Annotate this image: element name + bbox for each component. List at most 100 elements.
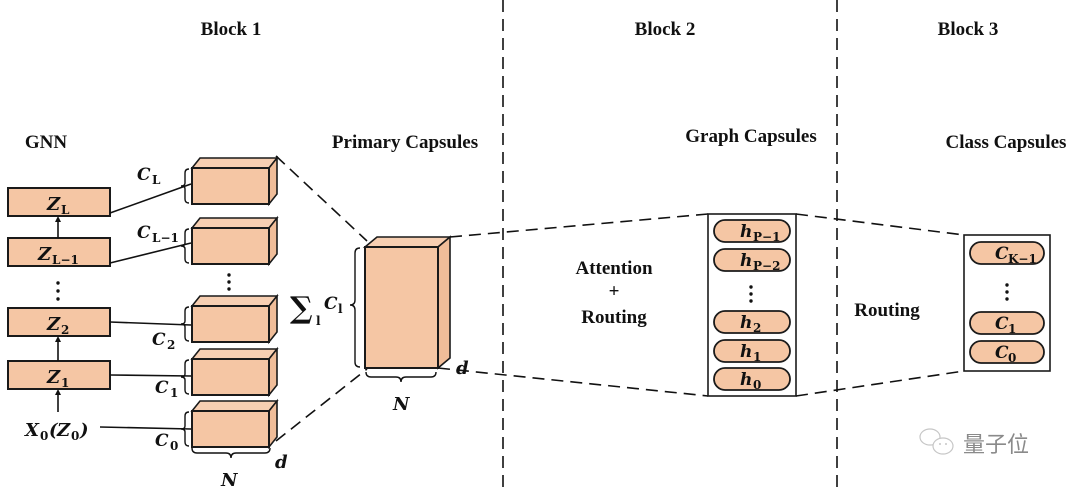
svg-text:X: X — [24, 420, 40, 441]
svg-text:0: 0 — [40, 429, 48, 443]
svg-text:L: L — [152, 173, 161, 187]
channel-box-cl-1 — [180, 215, 279, 267]
svg-text:C: C — [137, 165, 151, 185]
n-brace-bottom — [191, 447, 271, 459]
svg-text:0: 0 — [71, 429, 79, 443]
svg-text:L−1: L−1 — [52, 253, 79, 267]
channel-ellipsis — [227, 273, 231, 291]
n-label-bottom: N — [220, 470, 239, 491]
svg-text:L: L — [61, 203, 70, 217]
svg-text:P−1: P−1 — [753, 230, 780, 244]
gnn-title: GNN — [25, 132, 68, 153]
svg-text:C: C — [995, 244, 1009, 264]
channel-box-cl — [180, 155, 279, 207]
plus-label: + — [609, 281, 620, 302]
channel-box-c1 — [180, 346, 279, 398]
channel-boxes — [180, 155, 279, 450]
gnn-ellipsis — [56, 281, 60, 301]
svg-text:Z: Z — [46, 314, 61, 335]
graph-capsules-frame — [707, 213, 797, 397]
block-3-title: Block 3 — [938, 19, 999, 40]
svg-text:C: C — [995, 343, 1009, 363]
svg-text:1: 1 — [753, 350, 761, 364]
channel-box-c2 — [180, 293, 279, 345]
svg-text:C: C — [152, 330, 166, 350]
attention-label: Attention — [575, 258, 652, 279]
svg-text:0: 0 — [1008, 351, 1016, 365]
gnn-input-x0: X 0 ( Z 0 ) — [24, 420, 89, 443]
block-1-title: Block 1 — [201, 19, 262, 40]
svg-text:Z: Z — [46, 367, 61, 388]
gnn-layer-z1: Z 1 — [7, 360, 111, 390]
svg-text:h: h — [740, 313, 752, 333]
channel-label-c1: C 1 — [155, 378, 178, 400]
gnn-to-channel-lines — [99, 183, 192, 430]
gnn-layer-zl-1: Z L−1 — [7, 237, 111, 267]
svg-text:Z: Z — [46, 194, 61, 215]
primary-capsule-box — [362, 235, 453, 370]
projection-line-gc-top — [795, 213, 965, 236]
gnn-layer-z2: Z 2 — [7, 307, 111, 337]
class-capsules-ellipsis — [1005, 283, 1009, 301]
svg-text:l: l — [338, 302, 343, 316]
gnn-layer-zl: Z L — [7, 187, 111, 217]
svg-text:C: C — [995, 314, 1009, 334]
svg-text:h: h — [740, 251, 752, 271]
svg-text:h: h — [740, 222, 752, 242]
routing-label-block3: Routing — [854, 300, 920, 321]
svg-text:Z: Z — [37, 244, 52, 265]
gnn-arrows — [55, 216, 61, 412]
projection-line-top — [275, 155, 368, 242]
channel-box-c0 — [180, 398, 279, 450]
svg-text:(: ( — [49, 420, 59, 441]
class-capsules-title: Class Capsules — [946, 132, 1067, 153]
watermark: 量子位 — [919, 428, 1029, 458]
channel-label-c2: C 2 — [152, 330, 175, 352]
svg-text:): ) — [79, 420, 89, 441]
projection-line-bottom — [275, 368, 368, 442]
svg-text:C: C — [137, 223, 151, 243]
projection-line-gc-bottom — [795, 370, 965, 397]
channel-label-cl: C L — [137, 165, 161, 187]
watermark-text: 量子位 — [963, 433, 1029, 458]
svg-text:2: 2 — [753, 321, 761, 335]
svg-text:∑: ∑ — [290, 291, 313, 326]
primary-capsules-title: Primary Capsules — [332, 132, 478, 153]
channel-label-c0: C 0 — [155, 431, 178, 453]
projection-line-pg-top — [449, 213, 709, 238]
svg-text:1: 1 — [1008, 322, 1016, 336]
graph-capsules-ellipsis — [749, 285, 753, 303]
svg-text:C: C — [155, 431, 169, 451]
svg-text:C: C — [155, 378, 169, 398]
channel-label-cl-1: C L−1 — [137, 223, 179, 245]
svg-text:1: 1 — [61, 376, 69, 390]
d-label-bottom: d — [275, 452, 288, 473]
projection-line-pg-bottom — [437, 367, 709, 397]
graph-capsules-title: Graph Capsules — [685, 126, 816, 147]
n-label-primary: N — [392, 394, 411, 415]
wechat-icon — [919, 428, 954, 455]
svg-text:h: h — [740, 370, 752, 390]
svg-text:K−1: K−1 — [1008, 252, 1037, 266]
svg-text:0: 0 — [170, 439, 178, 453]
svg-text:P−2: P−2 — [753, 259, 780, 273]
svg-text:L−1: L−1 — [152, 231, 179, 245]
svg-text:2: 2 — [61, 323, 69, 337]
d-label-primary: d — [456, 358, 469, 379]
sum-cl-brace — [349, 247, 361, 368]
svg-text:1: 1 — [170, 386, 178, 400]
sum-cl-label: ∑ l C l — [290, 291, 343, 328]
n-brace-primary — [365, 371, 437, 383]
svg-text:l: l — [316, 314, 321, 328]
svg-text:0: 0 — [753, 378, 761, 392]
